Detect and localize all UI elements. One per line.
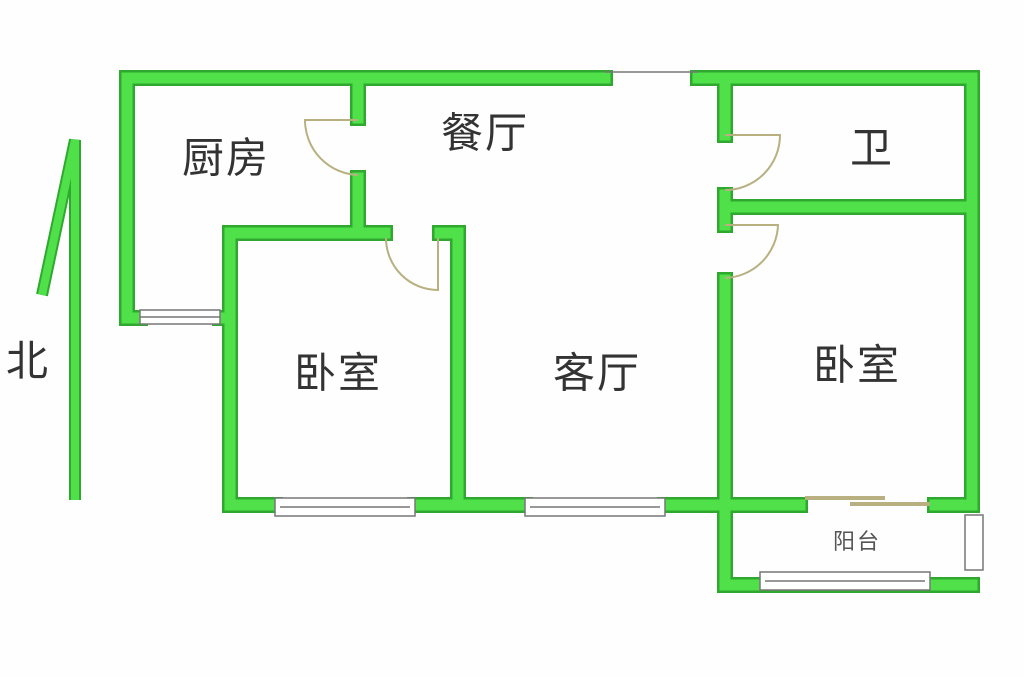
room-label-bedroom-left: 卧室 [293,348,383,398]
windows [139,71,984,591]
room-label-bedroom-right: 卧室 [812,340,902,390]
doors [303,119,930,506]
room-label-bathroom: 卫 [849,123,895,173]
room-label-dining: 餐厅 [440,108,530,158]
room-label-balcony: 阳台 [832,530,882,555]
room-label-living: 客厅 [552,348,642,398]
north-arrow-icon [36,138,81,500]
room-label-kitchen: 厨房 [181,133,271,183]
north-label: 北 [5,336,51,386]
wall-lines [119,70,980,593]
